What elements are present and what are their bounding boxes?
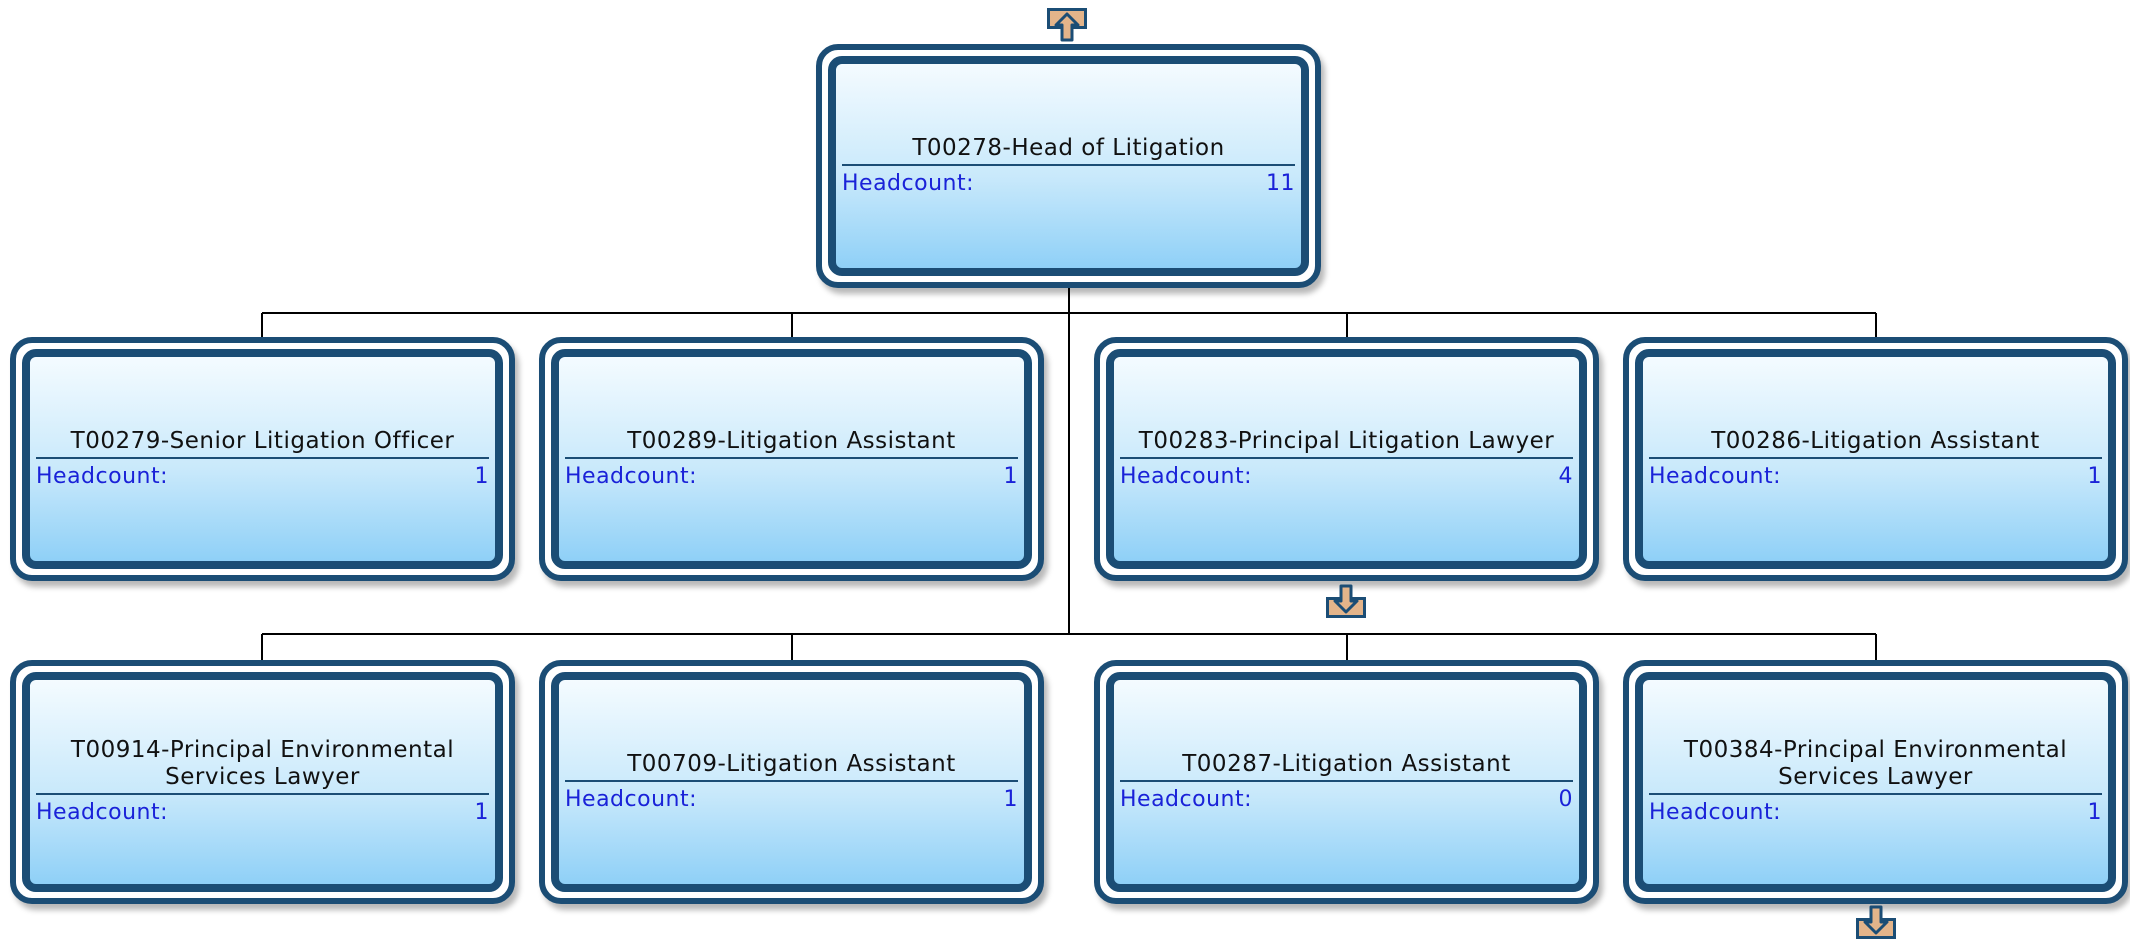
headcount-label: Headcount: [36, 800, 169, 825]
headcount-value: 1 [1003, 463, 1018, 489]
node-title: T00709-Litigation Assistant [565, 751, 1018, 782]
node-root[interactable]: T00278-Head of Litigation Headcount: 11 [816, 44, 1321, 288]
arrow-up-icon[interactable] [1047, 8, 1087, 42]
node-title: T00283-Principal Litigation Lawyer [1120, 428, 1573, 459]
node-position[interactable]: T00286-Litigation Assistant Headcount: 1 [1623, 337, 2128, 581]
headcount-value: 4 [1558, 463, 1573, 489]
node-position[interactable]: T00289-Litigation Assistant Headcount: 1 [539, 337, 1044, 581]
headcount-value: 11 [1266, 170, 1295, 196]
headcount-label: Headcount: [1649, 800, 1782, 825]
node-title: T00278-Head of Litigation [842, 135, 1295, 166]
arrow-down-icon[interactable] [1856, 905, 1896, 939]
node-title: T00384-Principal Environmental Services … [1649, 737, 2102, 795]
headcount-value: 1 [2087, 463, 2102, 489]
headcount-value: 1 [474, 800, 489, 825]
node-title: T00286-Litigation Assistant [1649, 428, 2102, 459]
headcount-value: 1 [1003, 786, 1018, 812]
node-title: T00279-Senior Litigation Officer [36, 428, 489, 459]
headcount-label: Headcount: [1120, 786, 1253, 812]
node-position[interactable]: T00279-Senior Litigation Officer Headcou… [10, 337, 515, 581]
headcount-label: Headcount: [842, 170, 975, 196]
headcount-label: Headcount: [36, 463, 169, 489]
node-title: T00289-Litigation Assistant [565, 428, 1018, 459]
node-position[interactable]: T00709-Litigation Assistant Headcount: 1 [539, 660, 1044, 904]
node-position[interactable]: T00287-Litigation Assistant Headcount: 0 [1094, 660, 1599, 904]
headcount-value: 1 [474, 463, 489, 489]
headcount-label: Headcount: [565, 463, 698, 489]
headcount-value: 1 [2087, 800, 2102, 825]
headcount-value: 0 [1558, 786, 1573, 812]
node-title: T00914-Principal Environmental Services … [36, 737, 489, 795]
node-title: T00287-Litigation Assistant [1120, 751, 1573, 782]
headcount-label: Headcount: [1120, 463, 1253, 489]
headcount-label: Headcount: [565, 786, 698, 812]
node-position[interactable]: T00914-Principal Environmental Services … [10, 660, 515, 904]
node-position[interactable]: T00384-Principal Environmental Services … [1623, 660, 2128, 904]
headcount-label: Headcount: [1649, 463, 1782, 489]
node-position[interactable]: T00283-Principal Litigation Lawyer Headc… [1094, 337, 1599, 581]
arrow-down-icon[interactable] [1326, 584, 1366, 618]
